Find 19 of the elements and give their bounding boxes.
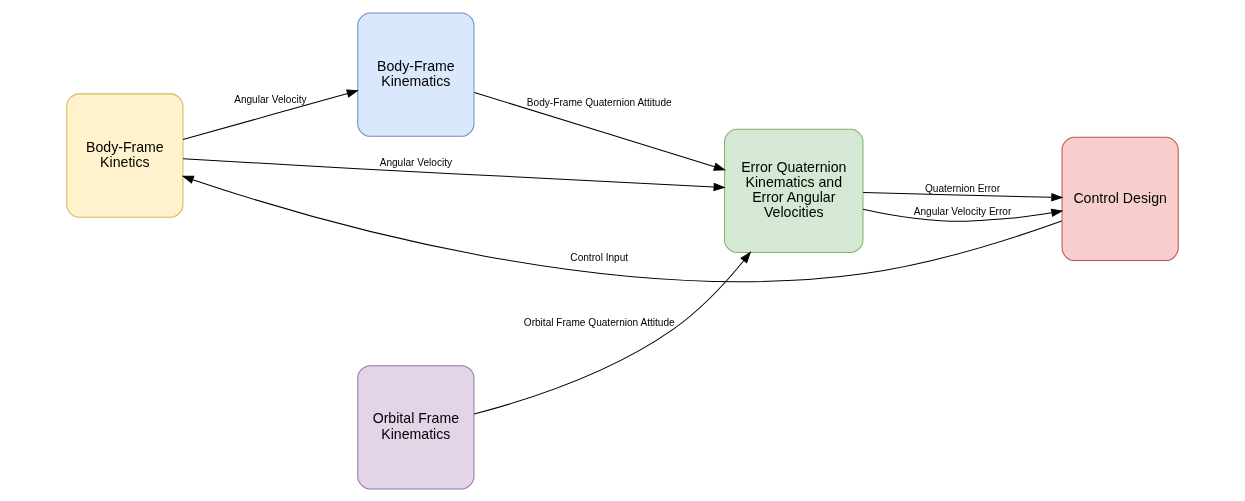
- node-box: Body-Frame Kinematics: [357, 12, 475, 137]
- arrow: [473, 91, 726, 171]
- arrow: [181, 175, 1063, 282]
- node-box: Error Quaternion Kinematics and Error Angular Velocities: [724, 128, 864, 253]
- arrow: [862, 191, 1064, 201]
- node-box: Control Design: [1061, 136, 1179, 261]
- edge-label: Angular Velocity: [379, 156, 453, 168]
- arrow: [862, 208, 1064, 222]
- edge-label: Body-Frame Quaternion Attitude: [526, 96, 672, 108]
- edge-label: Angular Velocity Error: [913, 205, 1012, 217]
- arrow: [182, 157, 726, 191]
- node-box: Body-Frame Kinetics: [66, 92, 184, 218]
- edge-label: Orbital Frame Quaternion Attitude: [523, 316, 675, 328]
- edge-label: Quaternion Error: [924, 182, 1001, 194]
- edge-label: Angular Velocity: [234, 93, 307, 105]
- node-box: Orbital Frame Kinematics: [357, 364, 475, 489]
- arrow: [182, 89, 359, 140]
- arrow: [473, 250, 752, 415]
- edge-label: Control Input: [570, 251, 629, 263]
